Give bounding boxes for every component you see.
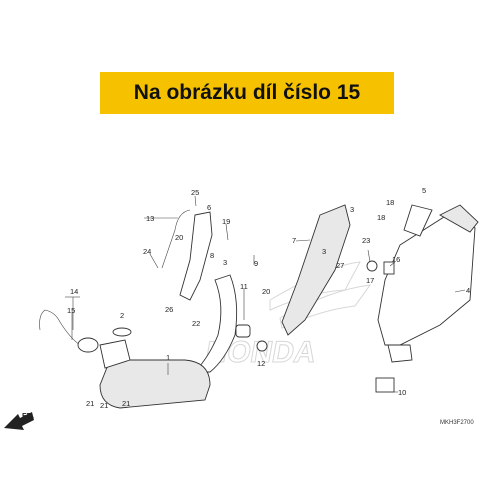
callout-numbers: 25 6 13 19 20 8 3 24 9 5 18 18 7 3 23 14… <box>67 186 470 410</box>
callout: 20 <box>175 233 183 242</box>
diagram-code: MKH3F2700 <box>440 420 474 426</box>
callout: 23 <box>362 236 370 245</box>
callout: 27 <box>336 261 344 270</box>
callout: 4 <box>466 286 470 295</box>
hose-13 <box>161 209 191 269</box>
callout: 7 <box>292 236 296 245</box>
leader-lines <box>65 195 466 393</box>
banner-text: Na obrázku díl číslo 15 <box>133 81 361 104</box>
callout: 19 <box>222 217 230 226</box>
direction-label: FR. <box>22 411 34 420</box>
callout: 21 <box>100 401 108 410</box>
callout: 16 <box>392 255 400 264</box>
callout: 9 <box>254 259 258 268</box>
sensor-wire <box>39 309 81 346</box>
sensor-body <box>77 337 99 353</box>
callout: 11 <box>240 282 248 291</box>
callout: 15 <box>67 306 75 315</box>
callout: 3 <box>350 205 354 214</box>
collar-12 <box>256 340 268 352</box>
callout: 20 <box>262 287 270 296</box>
bracket <box>179 211 213 301</box>
front-direction-arrow: FR. <box>4 411 34 430</box>
callout: 22 <box>192 319 200 328</box>
grommet-11 <box>235 324 251 338</box>
collar-16 <box>383 261 395 275</box>
callout: 3 <box>223 258 227 267</box>
callout: 12 <box>257 359 265 368</box>
callout: 6 <box>207 203 211 212</box>
callout: 21 <box>122 399 130 408</box>
callout: 17 <box>366 276 374 285</box>
callout: 13 <box>146 214 154 223</box>
callout: 3 <box>322 247 326 256</box>
callout: 1 <box>166 353 170 362</box>
callout: 25 <box>191 188 199 197</box>
part-number-banner: Na obrázku díl číslo 15 <box>100 72 394 114</box>
washer-17 <box>366 260 378 272</box>
muffler <box>375 204 479 393</box>
callout: 5 <box>422 186 426 195</box>
callout: 10 <box>398 388 406 397</box>
callout: 2 <box>120 311 124 320</box>
callout: 21 <box>86 399 94 408</box>
callout: 18 <box>386 198 394 207</box>
callout: 18 <box>377 213 385 222</box>
callout: 26 <box>165 305 173 314</box>
band-5 <box>403 204 433 237</box>
callout: 8 <box>210 251 214 260</box>
exhaust-pipe <box>99 274 238 409</box>
heat-shield <box>281 204 351 336</box>
callout: 14 <box>70 287 78 296</box>
gasket-2 <box>112 327 132 337</box>
callout: 24 <box>143 247 151 256</box>
